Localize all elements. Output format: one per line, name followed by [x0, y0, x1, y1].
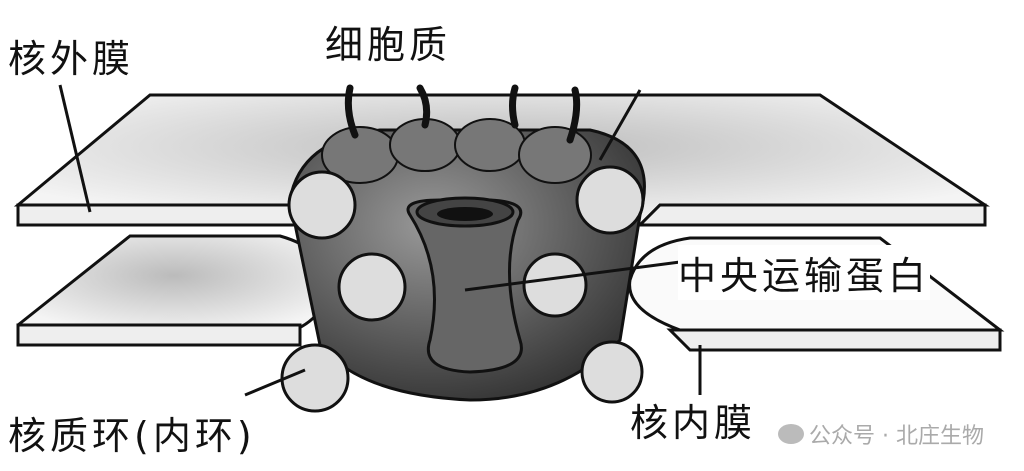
label-central-transporter: 中央运输蛋白	[678, 245, 931, 300]
pore-complex	[280, 84, 646, 413]
watermark: 公众号 · 北庄生物	[778, 418, 984, 450]
label-outer-membrane: 核外膜	[8, 37, 135, 81]
watermark-text: 公众号 · 北庄生物	[809, 424, 984, 449]
leader-lines	[58, 84, 702, 397]
label-cytoplasm: 细胞质	[325, 23, 452, 67]
wechat-icon	[778, 424, 804, 444]
label-inner-membrane: 核内膜	[630, 401, 757, 445]
filaments	[344, 84, 581, 144]
label-nucleoplasmic-ring: 核质环(内环)	[8, 414, 256, 458]
ring-beads	[280, 165, 645, 413]
